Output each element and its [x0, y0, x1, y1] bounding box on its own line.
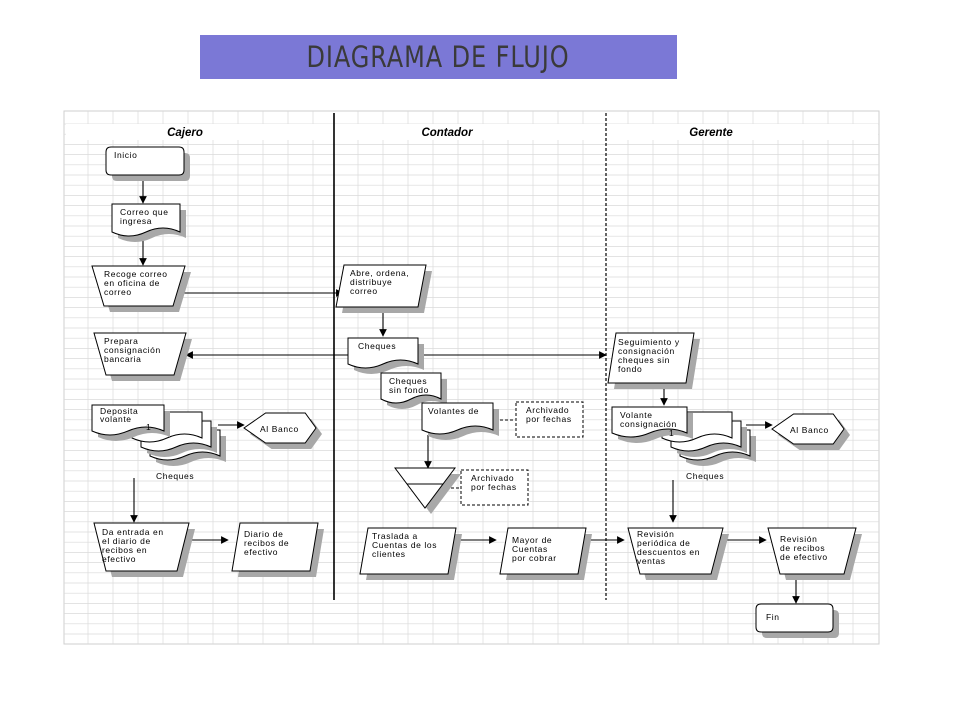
al-banco-cajero: Al Banco — [243, 412, 322, 449]
archivado-1-box-label-2: por fechas — [526, 414, 572, 424]
abre-ordena-op-label-1: Abre, ordena, — [350, 268, 409, 278]
diario-recibos-op-label-2: recibos de — [244, 538, 289, 548]
abre-ordena-op-label-2: distribuye — [350, 277, 392, 287]
traslada-op-label-3: clientes — [372, 549, 406, 559]
cheques-contador-doc: Cheques — [347, 337, 424, 374]
lane-headers: Cajero Contador Gerente — [66, 124, 878, 140]
correo-ingresa-doc-label-2: ingresa — [120, 216, 152, 226]
al-banco-cajero-label-1: Al Banco — [260, 424, 299, 434]
prepara-consignacion-op-label-3: bancaria — [104, 354, 141, 364]
volante-consignacion-doc-label-2: consignación — [620, 419, 677, 429]
volante-consignacion-doc-label-1: Volante — [620, 410, 653, 420]
al-banco-gerente-label-1: Al Banco — [790, 425, 829, 435]
revision-periodica-op-label-1: Revisión — [637, 529, 674, 539]
diario-recibos-op-label-3: efectivo — [244, 547, 278, 557]
prepara-consignacion-op-label-1: Prepara — [104, 336, 138, 346]
archivado-2-box-label-2: por fechas — [471, 482, 517, 492]
inicio-terminal: Inicio — [105, 146, 190, 181]
prepara-consignacion-op-label-2: consignación — [104, 345, 161, 355]
cheques-sin-fondo-doc-label-1: Cheques — [389, 376, 427, 386]
archivado-2-box-label-1: Archivado — [471, 473, 514, 483]
title-banner: DIAGRAMA DE FLUJO — [200, 35, 677, 79]
seguimiento-op-label-4: fondo — [618, 364, 642, 374]
page-title: DIAGRAMA DE FLUJO — [306, 40, 571, 74]
diario-recibos-op-label-1: Diario de — [244, 529, 283, 539]
seguimiento-op-label-3: cheques sin — [618, 355, 670, 365]
mayor-cuentas-op-label-1: Mayor de — [512, 535, 552, 545]
revision-periodica-op-label-2: periódica de — [637, 538, 691, 548]
cheques-gerente-stack-label-1: Cheques — [686, 471, 724, 481]
archivado-1-box-label-1: Archivado — [526, 405, 569, 415]
deposita-volante-doc-label-1: Deposita — [100, 406, 138, 416]
abre-ordena-op-label-3: correo — [350, 286, 378, 296]
cheques-cajero-stack-label-1: Cheques — [156, 471, 194, 481]
grid-background — [63, 110, 880, 645]
lane-gerente: Gerente — [689, 127, 733, 139]
al-banco-gerente: Al Banco — [771, 413, 850, 450]
da-entrada-op-label-3: recibos en — [102, 545, 147, 555]
cheques-contador-doc-label-1: Cheques — [358, 341, 396, 351]
recoge-correo-op-label-1: Recoge correo — [104, 269, 168, 279]
volante-consignacion-doc-label-3: 1 — [669, 428, 674, 438]
da-entrada-op-label-1: Da entrada en — [102, 527, 164, 537]
revision-recibos-op-label-3: de efectivo — [780, 552, 828, 562]
revision-periodica-op-label-3: descuentos en — [637, 547, 700, 557]
cheques-gerente-stack: Cheques — [661, 411, 756, 481]
seguimiento-op-label-1: Seguimiento y — [618, 337, 680, 347]
recoge-correo-op-label-2: en oficina de — [104, 278, 160, 288]
volantes-de-doc: Volantes de — [421, 402, 499, 440]
deposita-volante-doc-label-3: 1 — [146, 422, 151, 432]
fin-terminal-label-1: Fin — [766, 612, 780, 622]
cheques-sin-fondo-doc-label-2: sin fondo — [389, 385, 429, 395]
inicio-terminal-label-1: Inicio — [114, 150, 137, 160]
fin-terminal: Fin — [755, 603, 839, 638]
correo-ingresa-doc-label-1: Correo que — [120, 207, 169, 217]
traslada-op-label-1: Traslada a — [372, 531, 418, 541]
revision-recibos-op-label-2: de recibos — [780, 543, 825, 553]
lane-contador: Contador — [421, 127, 473, 139]
seguimiento-op-label-2: consignación — [618, 346, 675, 356]
lane-cajero: Cajero — [167, 127, 203, 139]
revision-recibos-op-label-1: Revisión — [780, 534, 817, 544]
traslada-op-label-2: Cuentas de los — [372, 540, 437, 550]
volantes-de-doc-label-1: Volantes de — [428, 406, 479, 416]
deposita-volante-doc-label-2: volante — [100, 414, 132, 424]
da-entrada-op-label-2: el diario de — [102, 536, 151, 546]
da-entrada-op-label-4: efectivo — [102, 554, 136, 564]
revision-periodica-op-label-4: ventas — [637, 556, 666, 566]
mayor-cuentas-op-label-2: Cuentas — [512, 544, 548, 554]
archivo-triangle — [394, 467, 461, 514]
recoge-correo-op-label-3: correo — [104, 287, 132, 297]
mayor-cuentas-op-label-3: por cobrar — [512, 553, 557, 563]
